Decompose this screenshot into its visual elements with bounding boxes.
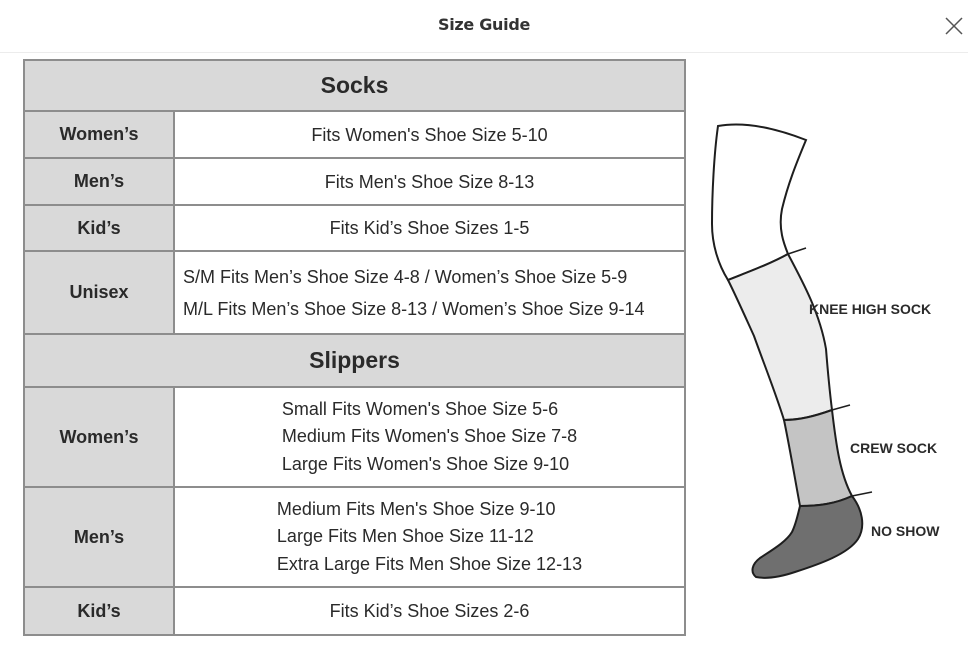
row-value: Fits Kid’s Shoe Sizes 1-5 <box>173 204 686 252</box>
row-label: Kid’s <box>23 586 175 636</box>
size-line: Fits Kid’s Shoe Sizes 1-5 <box>329 218 530 238</box>
modal-header: Size Guide <box>0 0 968 53</box>
size-lines: Medium Fits Men's Shoe Size 9-10 Large F… <box>277 496 582 579</box>
close-icon <box>945 17 963 35</box>
slippers-heading: Slippers <box>23 333 686 388</box>
size-line: S/M Fits Men’s Shoe Size 4-8 / Women’s S… <box>183 266 628 287</box>
table-row: Men’s Medium Fits Men's Shoe Size 9-10 L… <box>23 486 686 588</box>
size-guide-image: Socks Women’s Fits Women's Shoe Size 5-1… <box>0 54 968 669</box>
row-value: Fits Men's Shoe Size 8-13 <box>173 157 686 206</box>
row-value: Small Fits Women's Shoe Size 5-6 Medium … <box>173 386 686 488</box>
size-guide-table: Socks Women’s Fits Women's Shoe Size 5-1… <box>23 59 686 636</box>
close-button[interactable] <box>944 16 964 36</box>
knee-high-sock-label: KNEE HIGH SOCK <box>809 301 932 317</box>
size-line: Fits Women's Shoe Size 5-10 <box>311 124 548 145</box>
size-line: Small Fits Women's Shoe Size 5-6 <box>281 398 559 419</box>
sock-height-illustration: KNEE HIGH SOCK CREW SOCK NO SHOW <box>700 114 968 594</box>
size-line: Large Fits Men Shoe Size 11-12 <box>276 526 534 547</box>
row-value: Medium Fits Men's Shoe Size 9-10 Large F… <box>173 486 686 588</box>
size-line: Extra Large Fits Men Shoe Size 12-13 <box>276 553 583 574</box>
table-row: Unisex S/M Fits Men’s Shoe Size 4-8 / Wo… <box>23 250 686 335</box>
table-row: Women’s Small Fits Women's Shoe Size 5-6… <box>23 386 686 488</box>
row-label: Men’s <box>23 486 175 588</box>
row-label: Women’s <box>23 386 175 488</box>
row-label: Kid’s <box>23 204 175 252</box>
crew-sock-label: CREW SOCK <box>850 440 938 456</box>
row-value: Fits Kid’s Shoe Sizes 2-6 <box>173 586 686 636</box>
row-label: Unisex <box>23 250 175 335</box>
size-line: Large Fits Women's Shoe Size 9-10 <box>281 453 570 474</box>
size-line: M/L Fits Men’s Shoe Size 8-13 / Women’s … <box>183 298 645 319</box>
size-line: Medium Fits Women's Shoe Size 7-8 <box>281 426 578 447</box>
no-show-sock-label: NO SHOW <box>871 523 940 539</box>
size-line: Fits Kid’s Shoe Sizes 2-6 <box>329 601 530 621</box>
size-lines: Small Fits Women's Shoe Size 5-6 Medium … <box>282 396 577 479</box>
table-row: Women’s Fits Women's Shoe Size 5-10 <box>23 110 686 159</box>
row-value: S/M Fits Men’s Shoe Size 4-8 / Women’s S… <box>173 250 686 335</box>
size-line: Fits Men's Shoe Size 8-13 <box>324 171 535 192</box>
modal-title: Size Guide <box>437 15 531 34</box>
slippers-section-header: Slippers <box>23 333 686 388</box>
table-row: Kid’s Fits Kid’s Shoe Sizes 2-6 <box>23 586 686 636</box>
table-row: Kid’s Fits Kid’s Shoe Sizes 1-5 <box>23 204 686 252</box>
row-label: Men’s <box>23 157 175 206</box>
leg-sock-diagram-icon <box>710 123 873 579</box>
table-row: Men’s Fits Men's Shoe Size 8-13 <box>23 157 686 206</box>
row-value: Fits Women's Shoe Size 5-10 <box>173 110 686 159</box>
socks-section-header: Socks <box>23 59 686 112</box>
row-label: Women’s <box>23 110 175 159</box>
size-line: Medium Fits Men's Shoe Size 9-10 <box>276 498 556 519</box>
socks-heading: Socks <box>23 59 686 112</box>
